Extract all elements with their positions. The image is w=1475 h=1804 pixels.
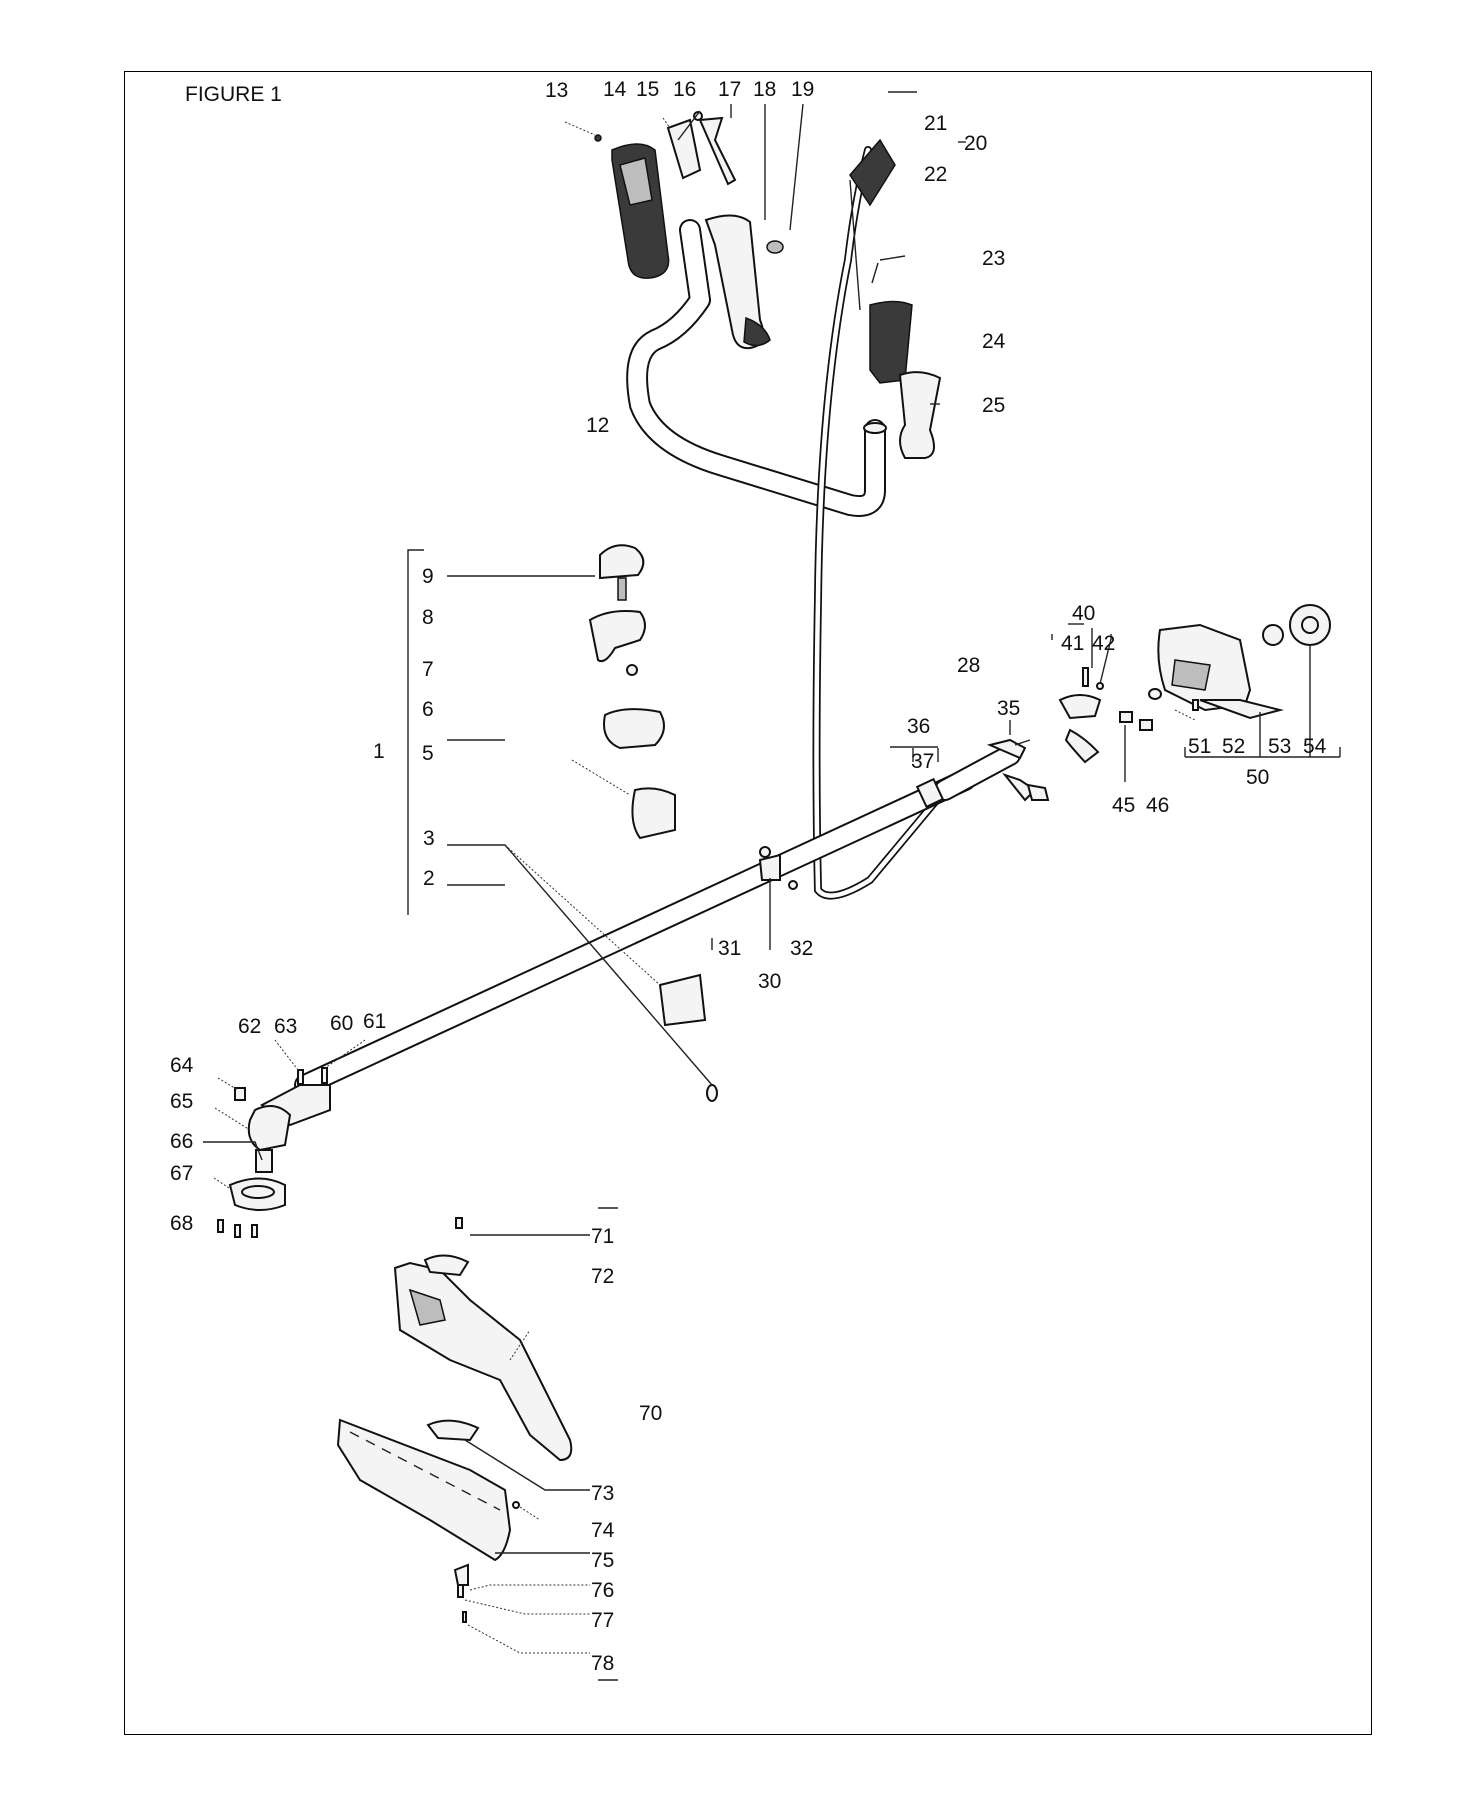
callout-20: 20 [964,132,987,155]
callout-13: 13 [545,79,568,102]
callout-15: 15 [636,78,659,101]
main-shaft [294,738,1050,1102]
engine-housing [1148,604,1331,720]
throttle-cable [812,138,949,900]
callout-46: 46 [1146,794,1169,817]
callout-41: 41 [1061,632,1084,655]
callout-76: 76 [591,1579,614,1602]
callout-18: 18 [753,78,776,101]
callout-37: 37 [911,750,934,773]
figure-title: FIGURE 1 [185,83,282,106]
callout-31: 31 [718,937,741,960]
callout-35: 35 [997,697,1020,720]
diagram-frame [124,71,1372,1735]
callout-54: 54 [1303,735,1327,758]
callout-71: 71 [591,1225,614,1248]
callout-17: 17 [718,78,741,101]
callout-42: 42 [1092,632,1115,655]
handlebar [626,219,887,517]
callout-77: 77 [591,1609,614,1632]
callout-78: 78 [591,1652,614,1675]
callout-23: 23 [982,247,1005,270]
side-grip [869,262,942,459]
grass-guard [336,1217,573,1623]
callout-21: 21 [924,112,947,135]
callout-40: 40 [1072,602,1095,625]
callout-67: 67 [170,1162,193,1185]
callout-52: 52 [1222,735,1245,758]
callout-63: 63 [274,1015,297,1038]
callout-53: 53 [1268,735,1291,758]
callout-73: 73 [591,1482,614,1505]
callout-1: 1 [373,740,385,763]
callout-51: 51 [1188,735,1211,758]
callout-8: 8 [422,606,434,629]
callout-25: 25 [982,394,1005,417]
callout-70: 70 [639,1402,662,1425]
clamp-assembly [571,544,676,840]
callout-12: 12 [586,414,609,437]
callout-22: 22 [924,163,947,186]
callout-5: 5 [422,742,434,765]
callout-65: 65 [170,1090,193,1113]
callout-32: 32 [790,937,813,960]
bracket-parts [1058,667,1153,764]
callout-64: 64 [170,1054,194,1077]
callout-60: 60 [330,1012,353,1035]
callout-16: 16 [673,78,696,101]
callout-28: 28 [957,654,980,677]
callout-30: 30 [758,970,781,993]
callout-72: 72 [591,1265,614,1288]
callout-9: 9 [422,565,434,588]
callout-66: 66 [170,1130,193,1153]
callout-68: 68 [170,1212,193,1235]
throttle-handle [594,111,784,350]
callout-50: 50 [1246,766,1269,789]
callout-75: 75 [591,1549,614,1572]
callout-62: 62 [238,1015,261,1038]
callout-24: 24 [982,330,1006,353]
leader-lines [203,91,1341,1681]
callout-14: 14 [603,78,627,101]
callout-74: 74 [591,1519,615,1542]
gear-head [217,1067,331,1238]
callout-45: 45 [1112,794,1135,817]
callout-7: 7 [422,658,434,681]
callout-3: 3 [423,827,435,850]
callout-19: 19 [791,78,814,101]
callout-labels: 1 2 3 5 6 7 8 9 12 13 14 15 16 17 18 19 … [170,78,1327,1675]
callout-6: 6 [422,698,434,721]
callout-2: 2 [423,867,435,890]
callout-61: 61 [363,1010,386,1033]
callout-36: 36 [907,715,930,738]
